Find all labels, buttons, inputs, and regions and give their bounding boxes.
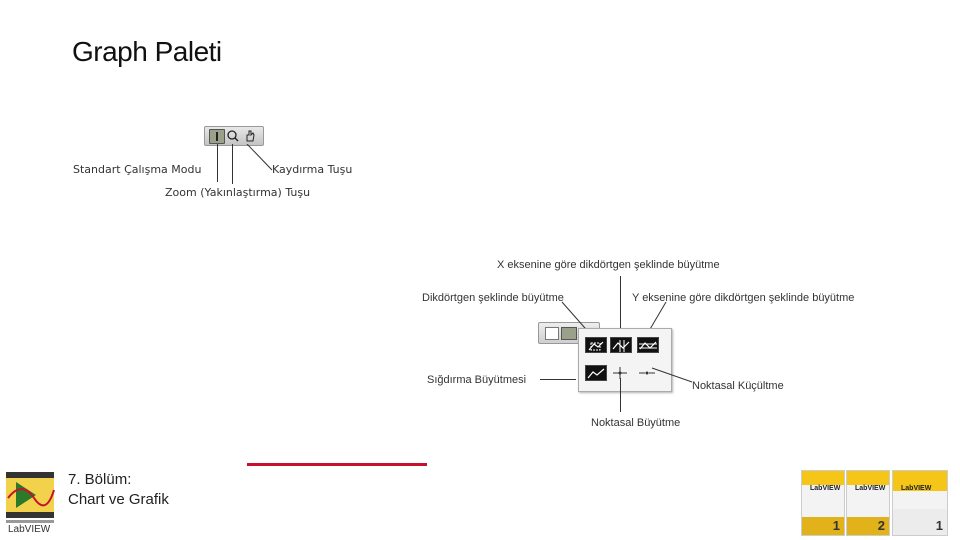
zoom-to-fit-button[interactable] (585, 365, 607, 381)
hand-icon (246, 130, 255, 142)
callout-line-zoom-in (620, 378, 621, 412)
callout-line-zoom-out (651, 367, 693, 383)
callout-line-fit (540, 379, 576, 380)
cursor-icon (216, 132, 218, 141)
book-cover-3: LabVIEW 1 (892, 470, 948, 536)
book-number: 2 (877, 518, 885, 533)
zoom-in-arrows-icon (613, 367, 627, 379)
chapter-title: 7. Bölüm: Chart ve Grafik (68, 470, 169, 510)
scroll-button[interactable] (243, 129, 257, 142)
rect-zoom-button[interactable] (585, 337, 607, 353)
zoom-palette (578, 328, 672, 392)
x-zoom-icon (612, 340, 630, 352)
x-zoom-button[interactable] (610, 337, 632, 353)
label-y-zoom: Y eksenine göre dikdörtgen şeklinde büyü… (632, 292, 855, 304)
zoom-in-point-button[interactable] (610, 365, 630, 379)
chapter-line-1: 7. Bölüm: (68, 471, 132, 488)
zoom-out-arrows-icon (639, 371, 655, 375)
book-brand: LabVIEW (810, 485, 841, 492)
graph-palette-toolbar (204, 126, 264, 146)
label-scroll-button: Kaydırma Tuşu (272, 163, 353, 176)
footer-divider (247, 463, 427, 466)
zoom-to-fit-icon (587, 368, 605, 379)
zoom-button-active[interactable] (561, 327, 577, 340)
standard-mode-button[interactable] (209, 129, 225, 144)
book-brand: LabVIEW (901, 485, 932, 492)
y-zoom-icon (639, 341, 657, 350)
callout-line-zoom (232, 144, 233, 184)
cursor-mode-button[interactable] (545, 327, 559, 340)
label-x-zoom: X eksenine göre dikdörtgen şeklinde büyü… (497, 259, 720, 271)
label-standard-mode: Standart Çalışma Modu (73, 163, 202, 176)
label-zoom-in-point: Noktasal Büyütme (591, 417, 681, 429)
chapter-line-2: Chart ve Grafik (68, 491, 169, 508)
y-zoom-button[interactable] (637, 337, 659, 353)
callout-line-standard (217, 144, 218, 182)
book-cover-2: LabVIEW 2 (846, 470, 890, 536)
zoom-out-point-button[interactable] (637, 365, 657, 379)
book-number: 1 (832, 518, 840, 533)
slide-title: Graph Paleti (72, 36, 222, 67)
labview-logo: LabVIEW (2, 468, 58, 536)
magnifier-icon (227, 130, 239, 142)
callout-line-x (620, 276, 621, 334)
book-number: 1 (935, 518, 943, 533)
callout-line-scroll (246, 144, 273, 171)
label-rect-zoom: Dikdörtgen şeklinde büyütme (422, 292, 564, 304)
logo-text: LabVIEW (8, 524, 51, 535)
book-brand: LabVIEW (855, 485, 886, 492)
book-cover-1: LabVIEW 1 (801, 470, 845, 536)
label-zoom-out-point: Noktasal Küçültme (692, 380, 784, 392)
labview-logo-icon (2, 468, 58, 536)
label-zoom-to-fit: Sığdırma Büyütmesi (427, 374, 527, 386)
zoom-button[interactable] (226, 129, 240, 142)
label-zoom-button: Zoom (Yakınlaştırma) Tuşu (165, 186, 311, 199)
rect-zoom-icon (588, 341, 604, 351)
